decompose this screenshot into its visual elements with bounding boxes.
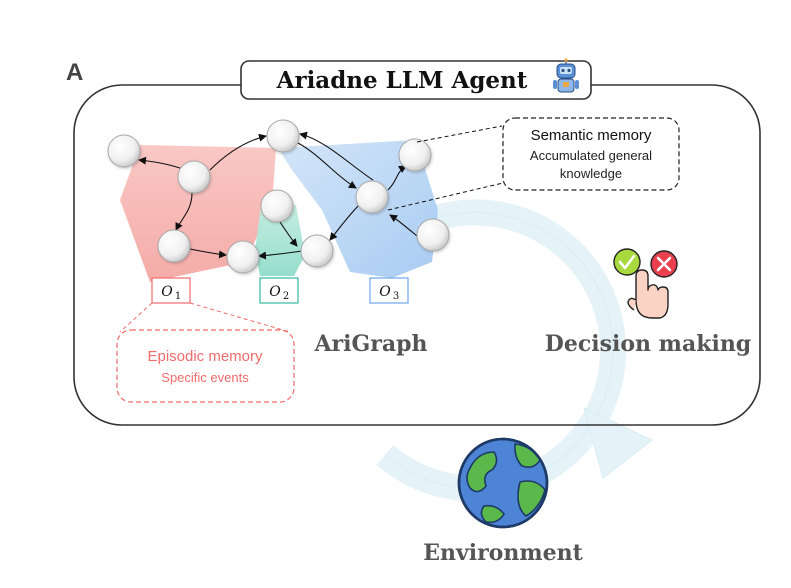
graph-node xyxy=(226,240,260,274)
edge xyxy=(175,192,193,231)
graph-node xyxy=(300,234,334,268)
episodic-title: Episodic memory xyxy=(147,348,263,365)
edge xyxy=(329,205,359,241)
edge xyxy=(279,221,298,247)
graph-node xyxy=(416,218,450,252)
arigraph-label: AriGraph xyxy=(313,331,427,357)
semantic-line-1: Accumulated general xyxy=(530,148,652,163)
globe-icon xyxy=(457,437,549,529)
observation-1-index: 1 xyxy=(175,291,181,302)
graph-node xyxy=(260,189,294,223)
graph-node xyxy=(355,180,389,214)
observation-2-index: 2 xyxy=(283,291,289,302)
semantic-title: Semantic memory xyxy=(531,127,652,144)
graph-node xyxy=(107,134,141,168)
edge xyxy=(189,248,227,259)
observation-3-letter: O xyxy=(379,284,391,300)
observation-1-letter: O xyxy=(161,284,173,300)
agent-title: Ariadne LLM Agent xyxy=(276,67,528,94)
robot-icon xyxy=(553,58,579,93)
graph-node xyxy=(157,229,191,263)
observation-3-index: 3 xyxy=(393,291,399,302)
observation-3: O 3 xyxy=(369,277,409,304)
edge xyxy=(389,214,418,237)
check-cross-hand-icon xyxy=(613,248,678,319)
edge xyxy=(209,133,267,171)
edge xyxy=(387,165,407,191)
semantic-line-2: knowledge xyxy=(560,166,622,181)
graph-node xyxy=(398,138,432,172)
graph-nodes xyxy=(107,119,450,274)
episodic-subtitle: Specific events xyxy=(161,370,249,385)
agent-title-box: Ariadne LLM Agent xyxy=(240,58,592,100)
semantic-memory-callout: Semantic memory Accumulated general know… xyxy=(387,117,680,211)
edge xyxy=(299,131,374,181)
decision-making-label: Decision making xyxy=(545,331,751,357)
edge xyxy=(258,250,303,260)
graph-node xyxy=(177,160,211,194)
graph-edges xyxy=(138,131,418,260)
observation-2: O 2 xyxy=(259,277,299,304)
graph-node xyxy=(266,119,300,153)
environment-label: Environment xyxy=(423,540,583,566)
panel-letter: A xyxy=(66,59,83,86)
edge xyxy=(297,142,357,189)
observation-2-letter: O xyxy=(269,284,281,300)
episodic-memory-callout: Episodic memory Specific events xyxy=(116,302,295,403)
observation-1: O 1 xyxy=(151,277,191,304)
